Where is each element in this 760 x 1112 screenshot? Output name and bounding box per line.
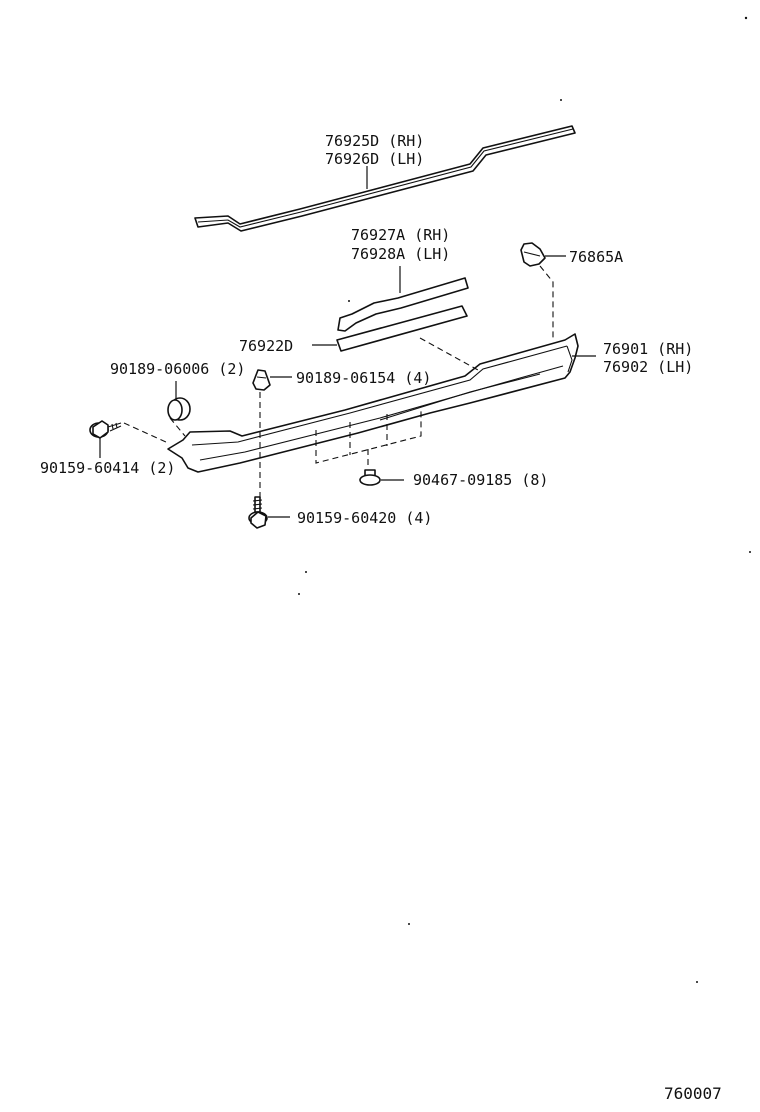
- label-rocker-lh: 76902 (LH): [603, 358, 693, 376]
- weatherstrip-upper: [194, 125, 576, 232]
- fastener-callout-bracket: [315, 406, 422, 468]
- label-garnish-rh: 76927A (RH): [351, 226, 450, 244]
- label-screw-60420: 90159-60420 (4): [297, 509, 432, 527]
- scan-specks: [298, 16, 751, 983]
- rocker-panel: [167, 333, 579, 473]
- clip-90189-06154-icon: [252, 369, 292, 500]
- screw-90159-60414-icon: [89, 420, 167, 458]
- tape-strip: [336, 305, 468, 352]
- garnish-molding: [337, 277, 469, 332]
- leader-lines: [312, 166, 596, 371]
- screw-90159-60420-icon: [248, 496, 290, 529]
- clip-90467-09185-icon: [359, 469, 404, 486]
- clip-76865A-icon: [520, 242, 566, 340]
- label-clip-06006: 90189-06006 (2): [110, 360, 245, 378]
- label-clip-06154: 90189-06154 (4): [296, 369, 431, 387]
- label-weatherstrip-rh: 76925D (RH): [325, 132, 424, 150]
- label-clip-09185: 90467-09185 (8): [413, 471, 548, 489]
- label-screw-60414: 90159-60414 (2): [40, 459, 175, 477]
- grommet-90189-06006-icon: [167, 381, 191, 437]
- label-clip-76865a: 76865A: [569, 248, 623, 266]
- figure-number: 760007: [664, 1084, 722, 1103]
- label-tape: 76922D: [239, 337, 293, 355]
- label-garnish-lh: 76928A (LH): [351, 245, 450, 263]
- label-rocker-rh: 76901 (RH): [603, 340, 693, 358]
- label-weatherstrip-lh: 76926D (LH): [325, 150, 424, 168]
